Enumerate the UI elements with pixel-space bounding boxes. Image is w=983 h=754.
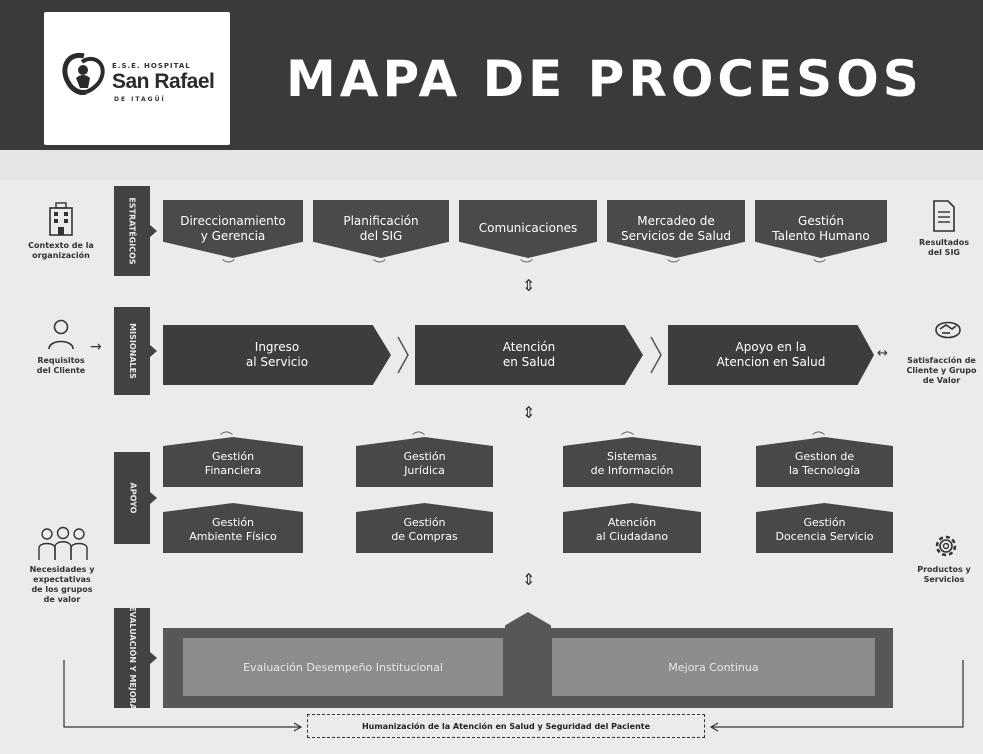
chevron-down-icon: ︶ — [667, 259, 681, 274]
process-mejora-continua: Mejora Continua — [552, 638, 875, 696]
tab-misionales: MISIONALES — [114, 307, 150, 395]
group-icon — [38, 526, 88, 560]
process-evaluacion-desempeno: Evaluación Desempeño Institucional — [183, 638, 503, 696]
document-icon — [933, 200, 955, 232]
logo-name: San Rafael — [112, 70, 215, 93]
chevron-down-icon: ︶ — [813, 259, 827, 274]
chevron-right-icon — [397, 336, 409, 374]
tab-arrow-icon — [150, 345, 157, 357]
chevron-up-icon: ︵ — [812, 423, 826, 438]
chevron-up-icon: ︵ — [621, 423, 635, 438]
logo-subtitle: DE ITAGÜÍ — [114, 96, 166, 103]
up-down-arrow-icon: ⇕ — [522, 403, 536, 422]
tab-estrategicos: ESTRATÉGICOS — [114, 186, 150, 276]
tab-arrow-icon — [150, 492, 157, 504]
building-icon — [49, 202, 73, 236]
chevron-down-icon: ︶ — [520, 259, 534, 274]
tab-evaluacion: EVALUACIÓN Y MEJORA — [114, 606, 150, 710]
hospital-logo — [44, 12, 230, 145]
tab-arrow-icon — [150, 225, 157, 237]
page-title: MAPA DE PROCESOS — [286, 50, 923, 108]
loop-arrows — [63, 660, 964, 732]
evaluation-peak — [505, 612, 551, 708]
tab-apoyo: APOYO — [114, 452, 150, 544]
logo-emblem-icon — [62, 52, 105, 95]
gear-icon — [935, 535, 957, 557]
humanizacion-box: Humanización de la Atención en Salud y S… — [307, 714, 705, 738]
chevron-right-icon — [650, 336, 662, 374]
person-icon — [48, 319, 74, 350]
tab-arrow-icon — [150, 652, 157, 664]
up-down-arrow-icon: ⇕ — [522, 570, 536, 589]
chevron-down-icon: ︶ — [373, 259, 387, 274]
handshake-icon — [935, 321, 961, 339]
chevron-down-icon: ︶ — [222, 259, 236, 274]
logo-pretitle: E.S.E. HOSPITAL — [112, 62, 191, 70]
header-band — [0, 150, 983, 180]
up-down-arrow-icon: ⇕ — [522, 276, 536, 295]
arrow-right-icon: → — [90, 339, 102, 355]
process-comunicaciones: Comunicaciones — [459, 200, 597, 258]
arrow-left-right-icon: ↔ — [877, 346, 888, 361]
chevron-up-icon: ︵ — [220, 423, 234, 438]
chevron-up-icon: ︵ — [412, 423, 426, 438]
